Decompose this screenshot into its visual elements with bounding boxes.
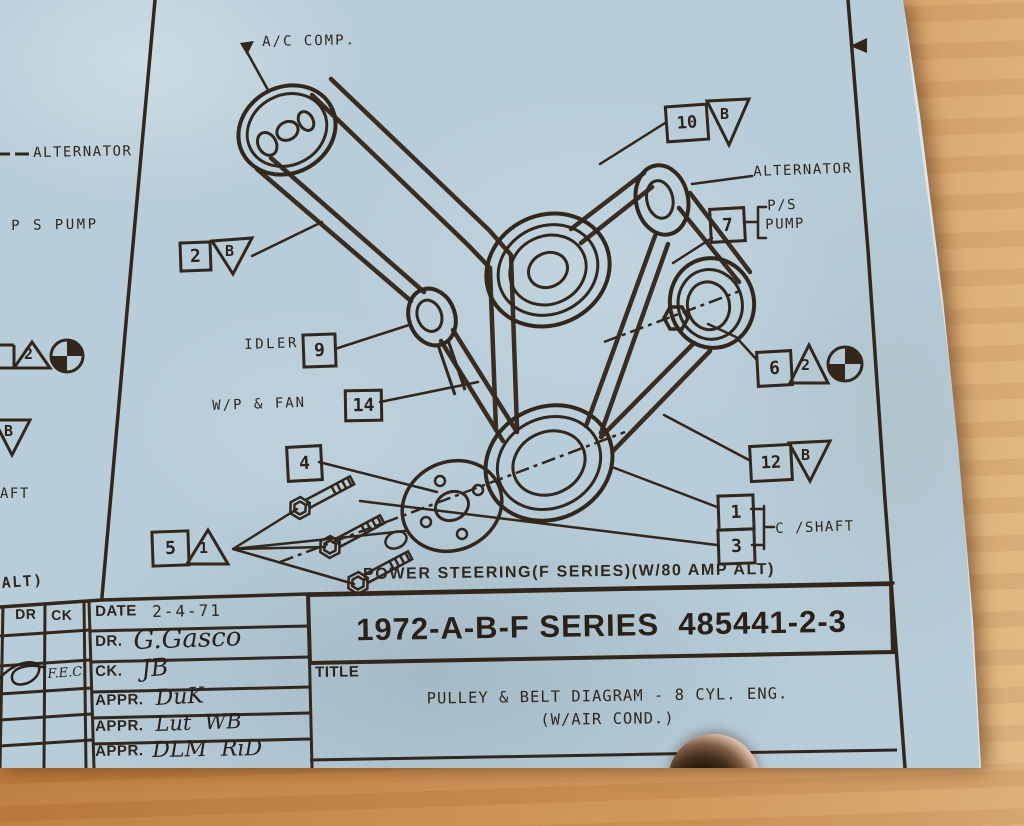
callout-triangle-b-belt: B — [225, 242, 235, 260]
left-panel-fragments — [0, 152, 85, 459]
left-alternator-label: ALTERNATOR — [33, 143, 133, 161]
crank-hub-flange — [400, 458, 504, 554]
title-label: TITLE — [315, 663, 360, 681]
left-triangle-b: B — [4, 422, 14, 440]
approved-signature-3: DLM RiD — [152, 736, 263, 763]
idler-pulley — [406, 286, 458, 348]
approved-label-1: APPR. — [95, 691, 144, 709]
ps-label: P/S — [767, 196, 798, 214]
callout-triangle-b-ps: B — [801, 446, 811, 464]
callout-box-5: 5 — [150, 529, 191, 568]
series-number-title: 1972-A-B-F SERIES 485441-2-3 — [355, 603, 848, 647]
left-alt-fragment: ALT) — [1, 571, 45, 592]
border-arrow-marker — [850, 38, 867, 53]
c-shaft-label: C /SHAFT — [775, 518, 855, 537]
drawn-by-signature: G.Gasco — [133, 622, 242, 656]
pulley-belt-drawing — [0, 0, 981, 768]
ac-comp-label: A/C COMP. — [262, 32, 357, 50]
pulleys — [236, 83, 757, 564]
ac-leader-arrowhead — [240, 41, 254, 55]
mounting-bolts — [289, 474, 414, 596]
callout-box-14: 14 — [343, 388, 384, 423]
callout-box-10: 10 — [663, 102, 711, 144]
callout-box-1: 1 — [716, 493, 756, 532]
approved-label-2: APPR. — [95, 717, 144, 735]
callout-box-2: 2 — [178, 240, 213, 273]
wp-fan-label: W/P & FAN — [212, 394, 307, 414]
ps-shaft-centerline — [603, 289, 741, 344]
callout-box-4: 4 — [285, 444, 324, 483]
approved-label-3: APPR. — [95, 742, 144, 760]
rev-ck-header: CK — [51, 606, 73, 623]
drive-belts — [254, 76, 753, 454]
callout-box-12: 12 — [748, 442, 794, 484]
leader-lines — [231, 50, 776, 586]
ps-shaft-nut — [662, 305, 690, 331]
callout-box-3: 3 — [716, 527, 757, 566]
rev-dr-header: DR — [15, 605, 37, 622]
left-triangle-2: 2 — [24, 345, 34, 363]
callout-box-6: 6 — [755, 349, 794, 388]
idler-label: IDLER — [244, 335, 300, 353]
alternator-pulley — [633, 163, 691, 237]
pump-label: PUMP — [765, 215, 806, 233]
approved-signature-2: Lut WB — [155, 708, 243, 736]
callout-box-7: 7 — [708, 206, 747, 244]
date-label: DATE — [95, 602, 138, 620]
left-shaft-fragment: AFT — [0, 486, 30, 502]
left-ps-pump-label: P S PUMP — [11, 216, 99, 234]
rev-note: F.E.C. — [47, 664, 87, 682]
callout-triangle-1: 1 — [199, 539, 209, 557]
push-pin — [668, 734, 760, 768]
date-value: 2-4-71 — [152, 600, 223, 621]
waterpump-fan-pulley — [484, 211, 612, 329]
callout-triangles — [184, 97, 864, 566]
crankshaft-pulley — [483, 403, 615, 523]
title-block-grid — [0, 581, 898, 768]
handwritten-initials — [0, 661, 47, 686]
blueprint-sheet: A/C COMP. IDLER W/P & FAN ALTERNATOR P/S… — [0, 0, 981, 768]
ac-compressor-pulley — [236, 83, 338, 177]
callout-triangle-2: 2 — [801, 356, 811, 374]
drawn-by-label: DR. — [95, 632, 123, 650]
paper-edge — [903, 0, 981, 768]
callout-box-9: 9 — [301, 332, 338, 369]
checked-by-label: CK. — [95, 662, 123, 680]
callout-triangle-b-alt: B — [720, 105, 730, 123]
checked-by-signature: JB — [140, 652, 170, 683]
approved-signature-1: DuK — [155, 683, 205, 711]
